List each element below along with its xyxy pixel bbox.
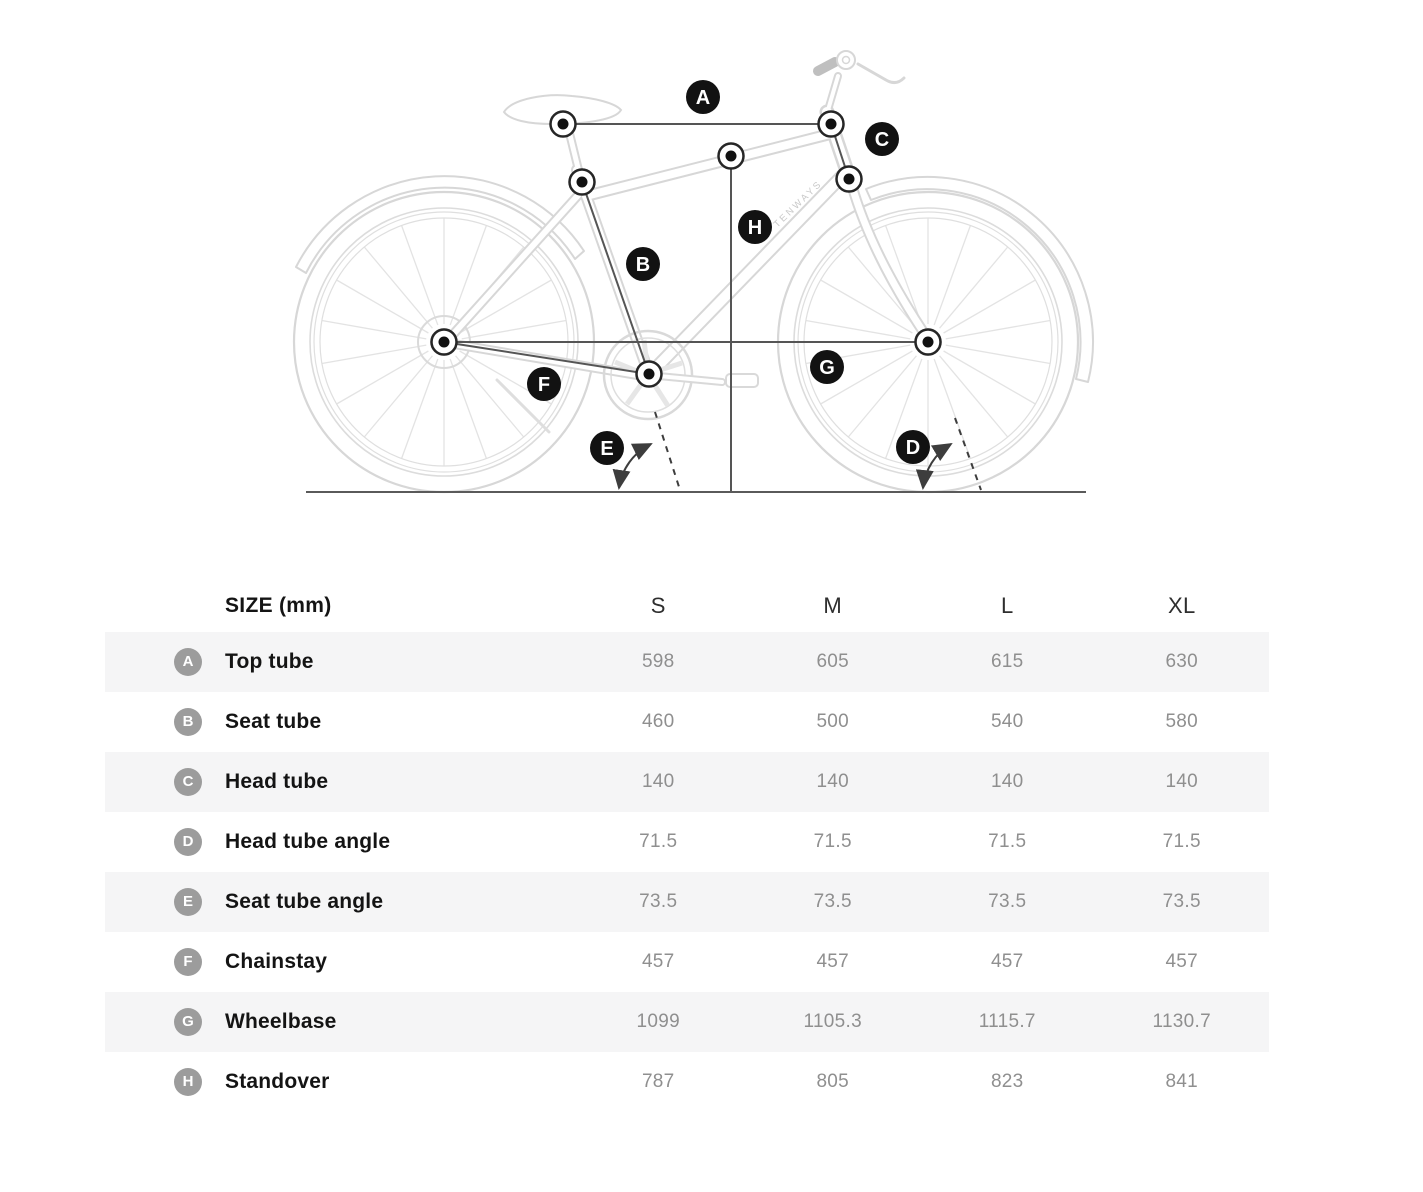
row-label: Top tube xyxy=(225,650,314,673)
table-row-chainstay: F Chainstay 457 457 457 457 xyxy=(105,932,1269,992)
value-xl: 457 xyxy=(1165,951,1199,972)
table-row-head-tube-angle: D Head tube angle 71.5 71.5 71.5 71.5 xyxy=(105,812,1269,872)
value-s: 787 xyxy=(641,1071,675,1092)
value-l: 73.5 xyxy=(988,891,1027,912)
bell-icon xyxy=(836,50,856,70)
row-label: Chainstay xyxy=(225,950,328,973)
measure-markers xyxy=(430,110,942,388)
seat-angle-dash xyxy=(654,411,681,491)
value-xl: 1130.7 xyxy=(1152,1011,1211,1032)
value-l: 140 xyxy=(990,771,1024,792)
geometry-badge-a: A xyxy=(696,87,710,109)
row-label: Standover xyxy=(225,1070,330,1093)
head-angle-arrow xyxy=(915,442,953,490)
value-s: 457 xyxy=(641,951,675,972)
value-m: 457 xyxy=(816,951,850,972)
row-badge: G xyxy=(174,1008,202,1036)
saddle xyxy=(502,94,623,126)
bike-geometry-diagram: TENWAYS xyxy=(0,0,1423,560)
geometry-badges: A B C D E F G H xyxy=(527,80,930,465)
row-label: Wheelbase xyxy=(225,1010,337,1033)
row-badge: A xyxy=(174,648,202,676)
col-header-xl: XL xyxy=(1167,593,1196,618)
row-label: Head tube angle xyxy=(225,830,391,853)
row-label: Seat tube xyxy=(225,710,322,733)
value-m: 605 xyxy=(816,651,850,672)
geometry-badge-f: F xyxy=(538,374,550,396)
value-l: 615 xyxy=(990,651,1024,672)
table-row-head-tube: C Head tube 140 140 140 140 xyxy=(105,752,1269,812)
value-s: 140 xyxy=(641,771,675,792)
value-xl: 580 xyxy=(1165,711,1199,732)
value-xl: 71.5 xyxy=(1162,831,1201,852)
value-s: 73.5 xyxy=(639,891,678,912)
value-xl: 140 xyxy=(1165,771,1199,792)
row-label: Seat tube angle xyxy=(225,890,384,913)
front-fender xyxy=(865,175,1094,383)
table-row-seat-tube: B Seat tube 460 500 540 580 xyxy=(105,692,1269,752)
value-s: 460 xyxy=(641,711,675,732)
table-row-wheelbase: G Wheelbase 1099 1105.3 1115.7 1130.7 xyxy=(105,992,1269,1052)
geometry-table: SIZE (mm) S M L XL A Top tube 598 605 61… xyxy=(105,580,1269,1112)
geometry-badge-h: H xyxy=(748,217,762,239)
row-label: Head tube xyxy=(225,770,329,793)
angle-indicators xyxy=(612,411,982,491)
bike-geometry-svg: TENWAYS xyxy=(292,50,1094,494)
row-badge: F xyxy=(174,948,202,976)
value-xl: 73.5 xyxy=(1162,891,1201,912)
col-header-m: M xyxy=(823,593,843,618)
value-m: 73.5 xyxy=(813,891,852,912)
value-m: 805 xyxy=(816,1071,850,1092)
seat-angle-arrow xyxy=(612,443,653,490)
geometry-badge-c: C xyxy=(875,129,889,151)
row-badge: H xyxy=(174,1068,202,1096)
row-badge: E xyxy=(174,888,202,916)
row-badge: C xyxy=(174,768,202,796)
value-s: 1099 xyxy=(636,1011,680,1032)
handlebar xyxy=(813,50,906,85)
rear-fender xyxy=(295,175,585,274)
table-row-top-tube: A Top tube 598 605 615 630 xyxy=(105,632,1269,692)
value-m: 71.5 xyxy=(813,831,852,852)
pedal xyxy=(725,373,759,388)
row-badge: D xyxy=(174,828,202,856)
value-s: 598 xyxy=(641,651,675,672)
col-header-s: S xyxy=(650,593,666,618)
kickstand xyxy=(495,378,551,434)
head-angle-dash xyxy=(954,417,982,491)
value-l: 1115.7 xyxy=(978,1011,1036,1032)
value-l: 540 xyxy=(990,711,1024,732)
geometry-badge-d: D xyxy=(906,437,920,459)
measure-line-f xyxy=(443,341,650,375)
value-s: 71.5 xyxy=(639,831,678,852)
value-l: 71.5 xyxy=(988,831,1027,852)
table-header-row: SIZE (mm) S M L XL xyxy=(105,580,1269,632)
col-header-l: L xyxy=(1000,593,1014,618)
geometry-badge-e: E xyxy=(600,438,613,460)
value-l: 823 xyxy=(990,1071,1024,1092)
value-l: 457 xyxy=(990,951,1024,972)
value-m: 1105.3 xyxy=(803,1011,862,1032)
value-m: 500 xyxy=(816,711,850,732)
value-xl: 630 xyxy=(1165,651,1199,672)
size-header: SIZE (mm) xyxy=(225,594,332,617)
value-m: 140 xyxy=(816,771,850,792)
table-row-seat-tube-angle: E Seat tube angle 73.5 73.5 73.5 73.5 xyxy=(105,872,1269,932)
brake-lever xyxy=(856,62,906,85)
geometry-badge-b: B xyxy=(636,254,650,276)
table-row-standover: H Standover 787 805 823 841 xyxy=(105,1052,1269,1112)
geometry-badge-g: G xyxy=(819,357,835,379)
row-badge: B xyxy=(174,708,202,736)
value-xl: 841 xyxy=(1165,1071,1199,1092)
